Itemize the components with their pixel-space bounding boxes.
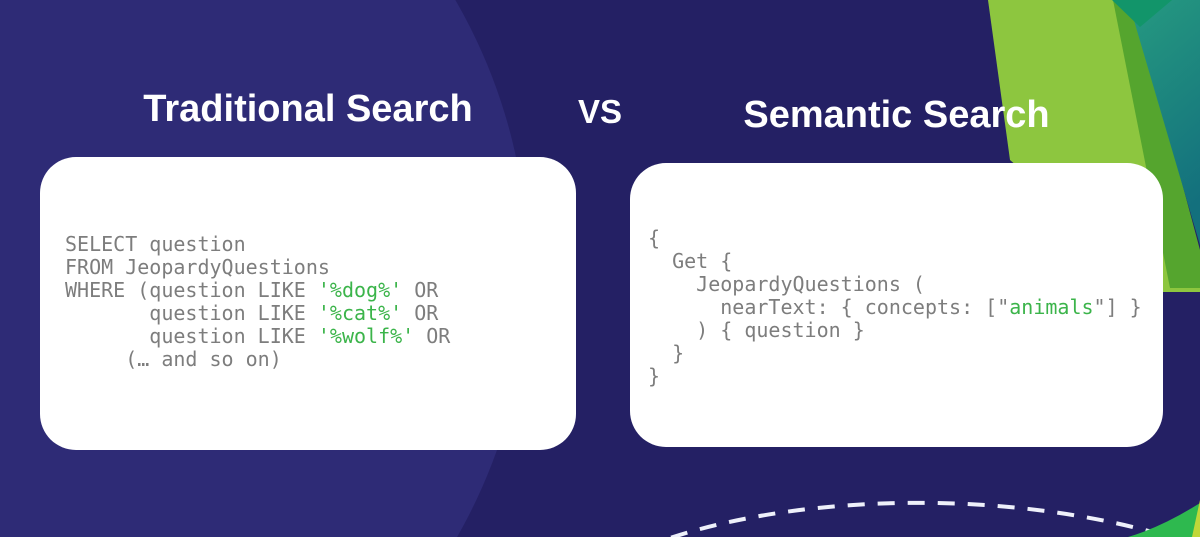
code-line: { xyxy=(648,227,1142,250)
green-band-shape xyxy=(1113,0,1200,288)
code-text: SELECT question xyxy=(65,232,246,256)
code-text: question LIKE xyxy=(65,324,318,348)
corner-green-shape xyxy=(1128,503,1200,537)
code-keyword-highlight: animals xyxy=(1009,295,1094,319)
code-text: { xyxy=(648,226,661,250)
code-text: WHERE (question LIKE xyxy=(65,278,318,302)
code-line: SELECT question xyxy=(65,233,450,256)
code-text: OR xyxy=(402,301,439,325)
traditional-search-title: Traditional Search xyxy=(143,88,473,130)
code-text: Get { xyxy=(648,249,733,273)
code-keyword-highlight: '%dog%' xyxy=(317,278,403,302)
code-line: ) { question } xyxy=(648,319,1142,342)
code-text: question LIKE xyxy=(65,301,318,325)
code-text: (… and so on) xyxy=(65,347,282,371)
code-text: nearText: { concepts: [" xyxy=(648,295,1010,319)
code-line: (… and so on) xyxy=(65,348,450,371)
code-text: JeopardyQuestions ( xyxy=(648,272,925,296)
semantic-search-card: { Get { JeopardyQuestions ( nearText: { … xyxy=(630,163,1163,447)
corner-yellow-shape xyxy=(1192,500,1200,537)
code-text: } xyxy=(648,364,661,388)
code-text: FROM JeopardyQuestions xyxy=(65,255,330,279)
code-line: } xyxy=(648,342,1142,365)
semantic-search-title: Semantic Search xyxy=(743,94,1050,136)
code-line: question LIKE '%cat%' OR xyxy=(65,302,450,325)
vs-label: VS xyxy=(577,93,623,130)
code-line: } xyxy=(648,365,1142,388)
teal-shape xyxy=(1128,0,1200,245)
dashed-curve xyxy=(667,500,1178,537)
code-line: nearText: { concepts: ["animals"] } xyxy=(648,295,1142,319)
code-text: } xyxy=(648,341,685,365)
code-text: "] } xyxy=(1093,295,1142,319)
code-line: FROM JeopardyQuestions xyxy=(65,256,450,279)
code-text: OR xyxy=(414,324,451,348)
teal-wedge-shape xyxy=(1112,0,1172,27)
code-keyword-highlight: '%wolf%' xyxy=(317,324,415,348)
code-line: Get { xyxy=(648,250,1142,273)
code-text: OR xyxy=(402,278,439,302)
graphql-code-block: { Get { JeopardyQuestions ( nearText: { … xyxy=(648,227,1142,388)
code-text: ) { question } xyxy=(648,318,865,342)
code-line: question LIKE '%wolf%' OR xyxy=(65,325,450,348)
code-keyword-highlight: '%cat%' xyxy=(317,301,403,325)
code-line: JeopardyQuestions ( xyxy=(648,273,1142,296)
code-line: WHERE (question LIKE '%dog%' OR xyxy=(65,279,450,302)
